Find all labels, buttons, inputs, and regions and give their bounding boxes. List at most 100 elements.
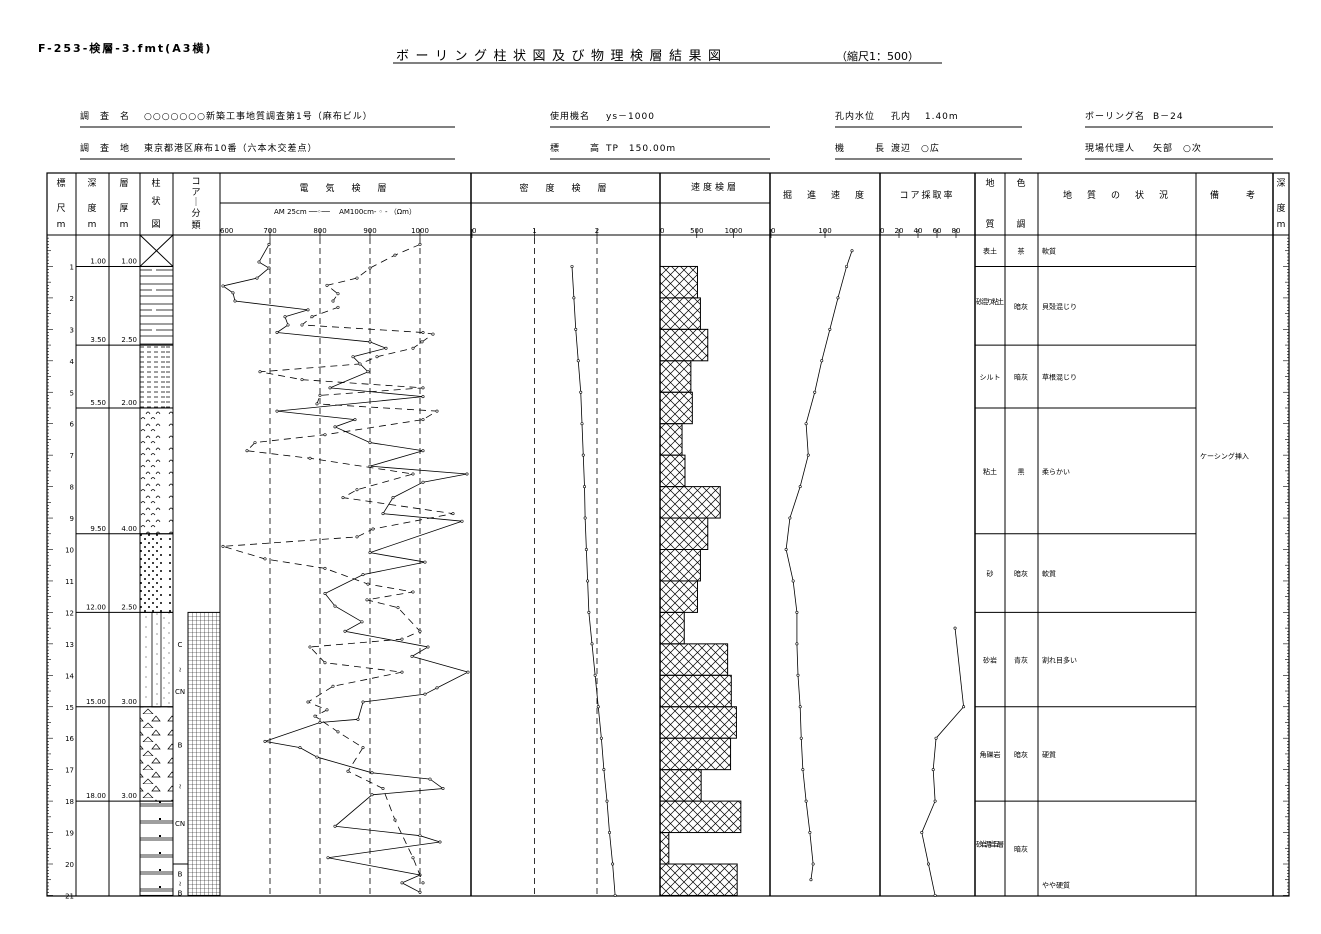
data-point (576, 359, 580, 363)
field-value: 東京都港区麻布10番（六本木交差点） (144, 142, 317, 154)
data-point (435, 686, 439, 690)
soil-description: 硬質 (1042, 750, 1056, 759)
field-label: 機 長 (835, 142, 885, 154)
data-point (298, 746, 302, 750)
layer-thickness: 3.00 (121, 698, 137, 706)
layer-depth: 15.00 (86, 698, 106, 706)
header-char: 標 (56, 177, 65, 189)
core-class-label: ≀ (179, 666, 182, 674)
field-value: 孔内 1.40m (891, 110, 959, 122)
data-point (331, 684, 335, 688)
field-label: 使用機名 (550, 110, 590, 122)
core-class-label: B (178, 889, 183, 897)
data-point (850, 249, 854, 253)
core-rate-header: コア採取率 (899, 189, 954, 201)
ruler-label: 21 (65, 892, 74, 900)
ruler-label: 18 (65, 798, 74, 806)
layer-depth: 3.50 (90, 336, 106, 344)
ruler-label: 17 (65, 767, 74, 775)
data-point (245, 449, 249, 453)
header-char: 尺 (56, 203, 65, 214)
data-point (451, 512, 455, 516)
layer-thickness: 4.00 (121, 525, 137, 533)
lithology-pattern-sandyclay (139, 265, 174, 346)
velocity-bar (659, 737, 732, 771)
topsoil-cross (139, 234, 174, 267)
data-point (333, 425, 337, 429)
ruler-label: 9 (70, 515, 74, 523)
data-point (351, 355, 355, 359)
data-point (580, 422, 584, 426)
data-point (926, 862, 930, 866)
data-point (400, 881, 404, 885)
header-char: 分 (191, 208, 200, 219)
layer-thickness: 3.00 (121, 792, 137, 800)
field-label: 現場代理人 (1085, 142, 1135, 154)
core-class-label: CN (175, 688, 185, 696)
soil-name: 砂混り粘土 (976, 297, 1004, 306)
data-point (331, 299, 335, 303)
header-char: 度 (87, 202, 96, 214)
velocity-bar (659, 328, 709, 362)
page-title: ボーリング柱状図及び物理検層結果図 (396, 49, 728, 64)
data-point (582, 485, 586, 489)
data-point (431, 332, 435, 336)
velocity-bar (659, 611, 685, 645)
tick-label: 0 (771, 227, 775, 235)
data-point (581, 453, 585, 457)
data-point (267, 242, 271, 246)
ruler-label: 16 (65, 735, 74, 743)
series-line-AM-25cm (222, 244, 470, 893)
series-line-AM100cm (222, 244, 454, 884)
data-point (221, 544, 225, 548)
data-point (310, 315, 314, 319)
data-point (315, 755, 319, 759)
ruler-label: 12 (65, 609, 74, 617)
soil-color: 暗灰 (1014, 302, 1028, 311)
data-point (263, 739, 267, 743)
data-point (336, 730, 340, 734)
lithology-pattern-breccia (139, 706, 174, 802)
data-point (355, 488, 359, 492)
core-class-label: ≀ (179, 880, 182, 888)
data-point (953, 626, 957, 630)
soil-description: 貝殻混じり (1042, 302, 1077, 311)
data-point (584, 547, 588, 551)
soil-color: 暗灰 (1014, 844, 1028, 853)
velocity-bar (659, 800, 742, 834)
data-point (593, 673, 597, 677)
data-point (426, 645, 430, 649)
data-point (420, 340, 424, 344)
data-point (375, 355, 379, 359)
data-point (411, 590, 415, 594)
soil-name: 砂岩 (983, 656, 997, 665)
field-value: TP 150.00m (605, 144, 676, 154)
header-char: 類 (191, 220, 200, 231)
data-point (361, 746, 365, 750)
data-point (221, 284, 225, 288)
data-point (323, 592, 327, 596)
core-class-hatch (187, 611, 221, 896)
data-point (318, 720, 322, 724)
header-char: 厚 (119, 203, 128, 214)
data-point (368, 266, 372, 270)
data-point (574, 327, 578, 331)
ruler-label: 2 (70, 295, 74, 303)
data-point (820, 359, 824, 363)
data-point (366, 370, 370, 374)
tick-label: 0 (472, 227, 476, 235)
data-point (368, 551, 372, 555)
ruler-label: 1 (70, 263, 74, 271)
soil-color: 暗灰 (1014, 373, 1028, 382)
data-point (590, 642, 594, 646)
data-point (393, 253, 397, 257)
header-char: コ (191, 177, 200, 187)
data-point (435, 409, 439, 413)
data-point (371, 527, 375, 531)
table-border (46, 172, 1290, 897)
velocity-bar (659, 674, 732, 708)
data-point (333, 604, 337, 608)
data-point (306, 308, 310, 312)
data-point (323, 661, 327, 665)
